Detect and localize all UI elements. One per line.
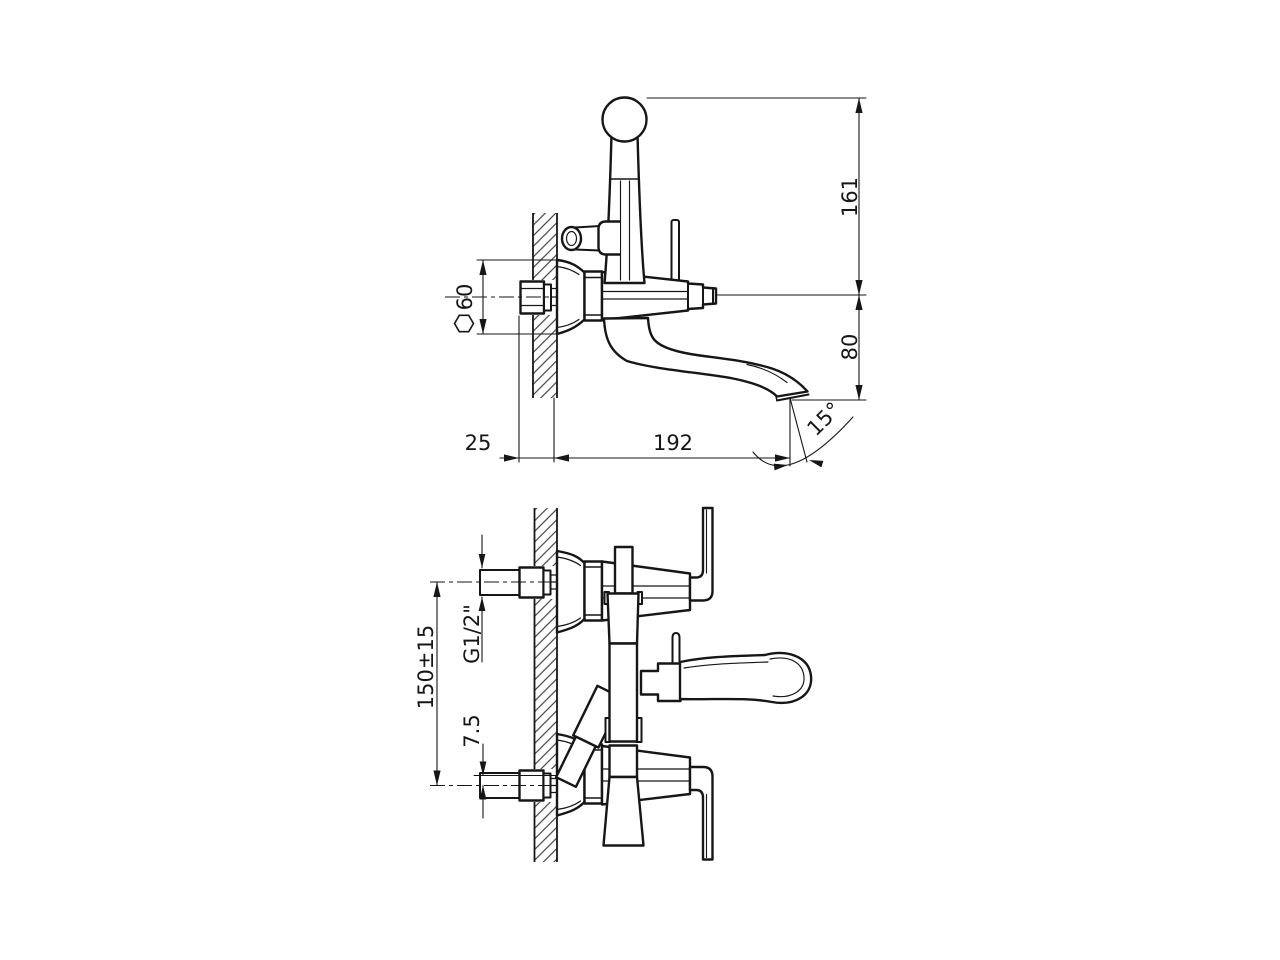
dim-192-label: 192 [653, 431, 693, 455]
plan-view: 150±15 G1/2" 7.5 [414, 506, 813, 862]
central-column [602, 545, 645, 847]
arrowhead [478, 554, 486, 568]
bell-contour [556, 556, 582, 567]
diverter-knob [560, 220, 620, 256]
knob-end-cap [560, 225, 583, 252]
column-top-section [613, 545, 634, 595]
column-shoulder [606, 592, 640, 645]
knob-lower-segment [554, 735, 597, 788]
arrowhead [855, 385, 863, 400]
escutcheon-bell [555, 549, 586, 634]
detail-line [775, 395, 778, 402]
spout-contour [746, 363, 788, 384]
arrowhead [504, 454, 519, 462]
body-ring [583, 270, 604, 322]
lever-rod [670, 219, 680, 283]
angle-line [789, 397, 808, 463]
detail-line [574, 248, 601, 252]
bell-contour [556, 265, 580, 276]
handle-mount [639, 662, 682, 703]
dim-80-label: 80 [838, 334, 862, 361]
cross-handle-bottom [688, 765, 714, 861]
lever-handle [639, 632, 813, 705]
bell-contour [556, 318, 580, 329]
arrowhead [479, 319, 487, 334]
inlet-fitting-bottom [430, 769, 565, 802]
knob-end-contour [565, 230, 578, 247]
cross-handle-top [688, 506, 714, 602]
arrowhead [478, 597, 486, 611]
arrowhead [479, 785, 487, 800]
inlet-fitting-top [430, 566, 565, 599]
arrowhead [433, 582, 441, 597]
wall-section [533, 508, 558, 862]
dimension-75: 7.5 [460, 714, 557, 819]
arrowhead [554, 454, 569, 462]
dimension-161-80: 161 80 [646, 97, 867, 401]
handle-contour [769, 657, 805, 698]
body-ring [583, 560, 604, 622]
arrowhead [775, 454, 790, 462]
knob-boss [597, 220, 620, 256]
bell-contour [556, 617, 582, 628]
dim-75-label: 7.5 [460, 714, 484, 747]
dim-thread-label: G1/2" [460, 604, 484, 664]
dim-15deg-label: 15° [802, 397, 845, 440]
arrowhead [433, 770, 441, 786]
arrowhead [809, 460, 824, 468]
riser-stem [603, 132, 646, 285]
handle-body [678, 651, 813, 705]
ball-knob [601, 96, 648, 143]
dimension-hex60: 60 [453, 259, 559, 335]
column-lower-section [608, 744, 639, 779]
spout [602, 316, 810, 402]
spout-outlet-face [776, 393, 810, 402]
detail-line [574, 225, 601, 229]
escutcheon-bell [555, 258, 586, 336]
hexagon-icon [453, 314, 475, 333]
arrowhead [479, 761, 487, 776]
arrowhead [773, 463, 788, 471]
dim-25-label: 25 [465, 431, 492, 455]
dim-150-label: 150±15 [414, 625, 438, 709]
angle-arc [752, 416, 854, 467]
side-view: 161 80 60 25 192 [445, 96, 867, 471]
dimension-25-192: 25 192 [465, 315, 791, 463]
column-mid-section [608, 642, 639, 743]
lever-pin [671, 632, 681, 665]
arrowhead [479, 260, 487, 275]
bell-contour [556, 800, 582, 811]
arrowhead [855, 98, 863, 113]
dim-60-label: 60 [453, 284, 477, 311]
inlet-fitting [445, 280, 562, 315]
wall-hatch [534, 508, 557, 862]
arrowhead [855, 280, 863, 295]
dim-161-label: 161 [838, 177, 862, 217]
dimension-angle-15: 15° [752, 397, 854, 471]
handle-contour [683, 661, 769, 669]
dimension-150: 150±15 [414, 581, 441, 787]
dimension-thread: G1/2" [460, 534, 486, 664]
column-flare [602, 775, 645, 847]
arrowhead [855, 295, 863, 310]
spout-outline [602, 316, 809, 398]
